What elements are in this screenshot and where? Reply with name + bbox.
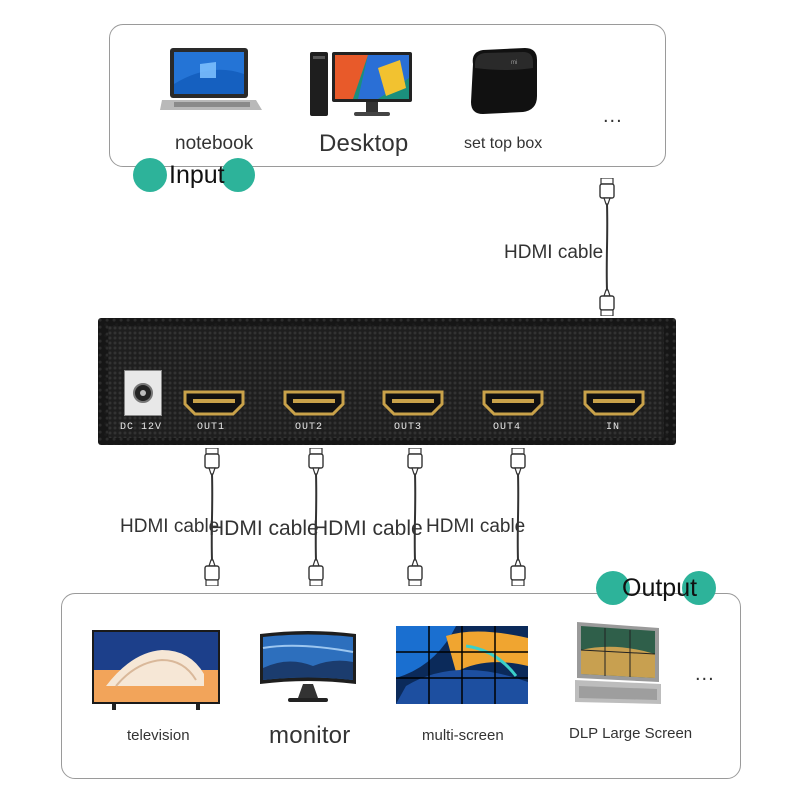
device-label-set-top-box: set top box [464, 135, 543, 152]
input-cable-label: HDMI cable [504, 242, 604, 263]
output-hdmi-cable-3 [407, 448, 423, 586]
output-cable-label-4: HDMI cable [426, 516, 526, 537]
dc-power-jack-icon [124, 370, 162, 416]
television-icon [92, 630, 220, 710]
device-label-dlp-large-screen: DLP Large Screen [569, 725, 693, 742]
port-label-out4: OUT4 [493, 422, 522, 433]
port-label-out2: OUT2 [295, 422, 324, 433]
dlp-screen-icon [575, 622, 661, 704]
port-label-in: IN [606, 422, 621, 433]
curved-monitor-icon [260, 631, 356, 702]
desktop-monitor-icon [310, 52, 412, 116]
hdmi-port-out3-icon [382, 390, 444, 416]
set-top-box-icon: mi [471, 48, 537, 114]
device-label-television: television [127, 727, 190, 744]
output-cable-label-2: HDMI cable [209, 517, 319, 540]
input-badge-label: Input [169, 161, 225, 189]
output-cable-label-1: HDMI cable [120, 516, 220, 537]
output-badge: Output [596, 571, 718, 605]
hdmi-port-out1-icon [183, 390, 245, 416]
svg-text:mi: mi [511, 60, 517, 66]
port-label-out3: OUT3 [394, 422, 423, 433]
output-hdmi-cable-1 [204, 448, 220, 586]
output-hdmi-cable-2 [308, 448, 324, 586]
laptop-icon [160, 48, 262, 110]
video-wall-icon [396, 626, 528, 704]
input-badge: Input [133, 158, 255, 192]
port-label-dc: DC 12V [120, 422, 163, 433]
output-hdmi-cable-4 [510, 448, 526, 586]
device-label-monitor: monitor [269, 722, 351, 749]
hdmi-port-in-icon [583, 390, 645, 416]
device-label-notebook: notebook [175, 133, 254, 154]
splitter-front-panel [108, 326, 664, 438]
hdmi-splitter-device: DC 12V OUT1 OUT2 OUT3 OUT4 IN [98, 318, 676, 445]
output-badge-label: Output [622, 574, 698, 602]
port-label-out1: OUT1 [197, 422, 226, 433]
output-cable-label-3: HDMI cable [313, 517, 423, 540]
input-hdmi-cable [599, 178, 615, 316]
more-output-devices: ... [695, 663, 715, 685]
more-input-devices: ... [603, 105, 623, 127]
device-label-multi-screen: multi-screen [422, 727, 504, 744]
hdmi-port-out4-icon [482, 390, 544, 416]
hdmi-port-out2-icon [283, 390, 345, 416]
device-label-desktop: Desktop [319, 130, 409, 157]
